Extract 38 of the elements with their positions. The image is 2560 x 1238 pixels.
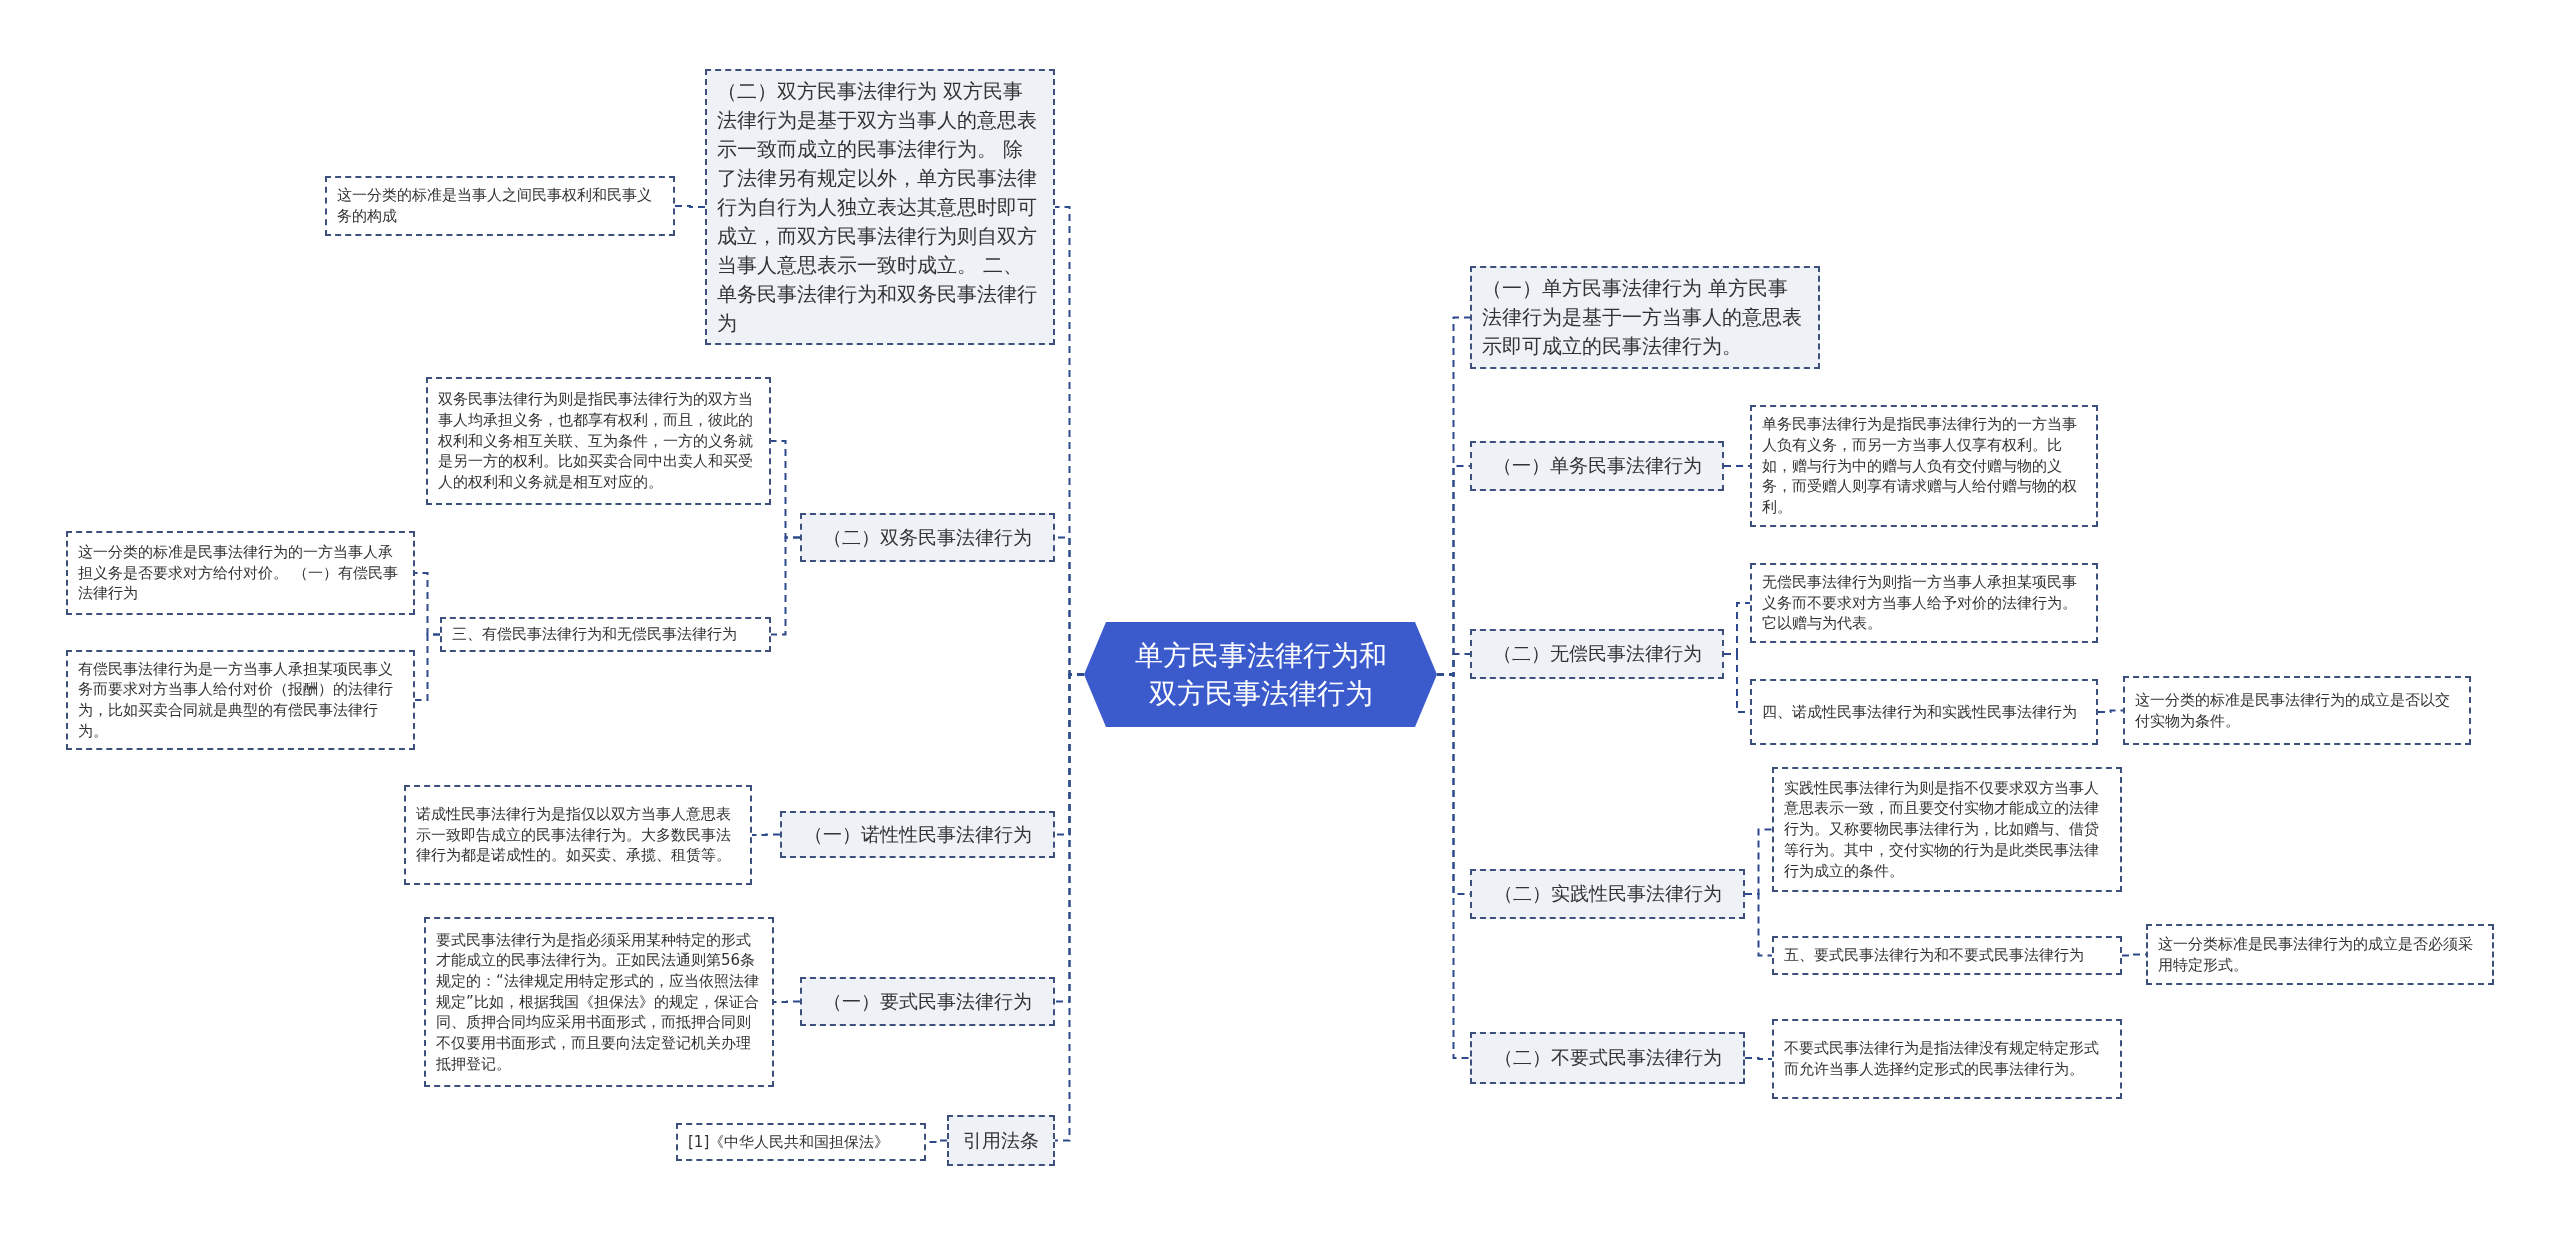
connector-line [1744,1057,1773,1060]
note-box: 诺成性民事法律行为是指仅以双方当事人意思表示一致即告成立的民事法律行为。大多数民事法律行为都是诺成性的。如买卖、承揽、租赁等。 [404,785,752,885]
note-box: 无偿民事法律行为则指一方当事人承担某项民事义务而不要求对方当事人给予对价的法律行为。它以赠与为代表。 [1750,563,2098,643]
note-box: 单务民事法律行为是指民事法律行为的一方当事人负有义务，而另一方当事人仅享有权利。比如，赠与行为中的赠与人负有交付赠与物的义务，而受赠人则享有请求赠与人给付赠与物的权利。 [1750,405,2098,527]
note-box: 三、有偿民事法律行为和无偿民事法律行为 [440,617,771,652]
note-box: 这一分类的标准是民事法律行为的成立是否以交付实物为条件。 [2123,676,2471,745]
note-box: [1]《中华人民共和国担保法》 [676,1123,926,1161]
branch-topic: 引用法条 [947,1115,1055,1166]
note-box: 这一分类的标准是当事人之间民事权利和民事义务的构成 [325,176,675,236]
note-box: 不要式民事法律行为是指法律没有规定特定形式而允许当事人选择约定形式的民事法律行为。 [1772,1019,2122,1099]
connector-line [1436,673,1471,1059]
note-box: 这一分类标准是民事法律行为的成立是否必须采用特定形式。 [2146,924,2494,985]
note-box: 实践性民事法律行为则是指不仅要求双方当事人意思表示一致，而且要交付实物才能成立的法律行为。又称要物民事法律行为，比如赠与、借贷等行为。其中，交付实物的行为是此类民事法律行为成立的条件。 [1772,767,2122,892]
connector-line [1744,893,1773,957]
branch-topic: （二）实践性民事法律行为 [1470,869,1745,919]
branch-topic: （二）无偿民事法律行为 [1470,629,1724,679]
note-box: 四、诺成性民事法律行为和实践性民事法律行为 [1750,679,2098,745]
connector-line [674,205,706,208]
note-box: 五、要式民事法律行为和不要式民事法律行为 [1772,936,2122,975]
connector-line [1054,673,1085,1142]
branch-topic: （一）诺性性民事法律行为 [780,811,1055,858]
branch-topic: （一）要式民事法律行为 [800,977,1055,1026]
connector-line [773,1000,801,1003]
note-box: 有偿民事法律行为是一方当事人承担某项民事义务而要求对方当事人给付对价（报酬）的法律行为，比如买卖合同就是典型的有偿民事法律行为。 [66,650,415,750]
connector-line [2097,709,2124,713]
connector-line [414,633,441,701]
connector-line [751,833,781,836]
branch-topic: （二）双方民事法律行为 双方民事法律行为是基于双方当事人的意思表示一致而成立的民事法律行为。 除了法律另有规定以外，单方民事法律行为自行为人独立表达其意思时即可成立，而双方民事法律行为则自双方当事人意思表示一致时成立。 二、单务民事法律行为和双务民事法律行为 [705,69,1055,345]
branch-topic: （一）单务民事法律行为 [1470,441,1724,491]
branch-topic: （一）单方民事法律行为 单方民事法律行为是基于一方当事人的意思表示即可成立的民事法律行为。 [1470,266,1820,369]
connector-line [1723,465,1751,467]
note-box: 双务民事法律行为则是指民事法律行为的双方当事人均承担义务，也都享有权利，而且，彼此的权利和义务相互关联、互为条件，一方的义务就是另一方的权利。比如买卖合同中出卖人和买受人的权利和义务就是相互对应的。 [426,377,771,505]
note-box: 这一分类的标准是民事法律行为的一方当事人承担义务是否要求对方给付对价。 （一）有偿民事法律行为 [66,531,415,615]
branch-topic: （二）不要式民事法律行为 [1470,1032,1745,1084]
branch-topic: （二）双务民事法律行为 [800,513,1055,562]
connector-line [770,536,801,636]
note-box: 要式民事法律行为是指必须采用某种特定的形式才能成立的民事法律行为。正如民法通则第56条规定的：“法律规定用特定形式的，应当依照法律规定”比如，根据我国《担保法》的规定，保证合同、质押合同均应采用书面形式，而抵押合同则不仅要用书面形式，而且要向法定登记机关办理抵押登记。 [424,917,774,1087]
central-topic: 单方民事法律行为和双方民事法律行为 [1084,622,1437,727]
